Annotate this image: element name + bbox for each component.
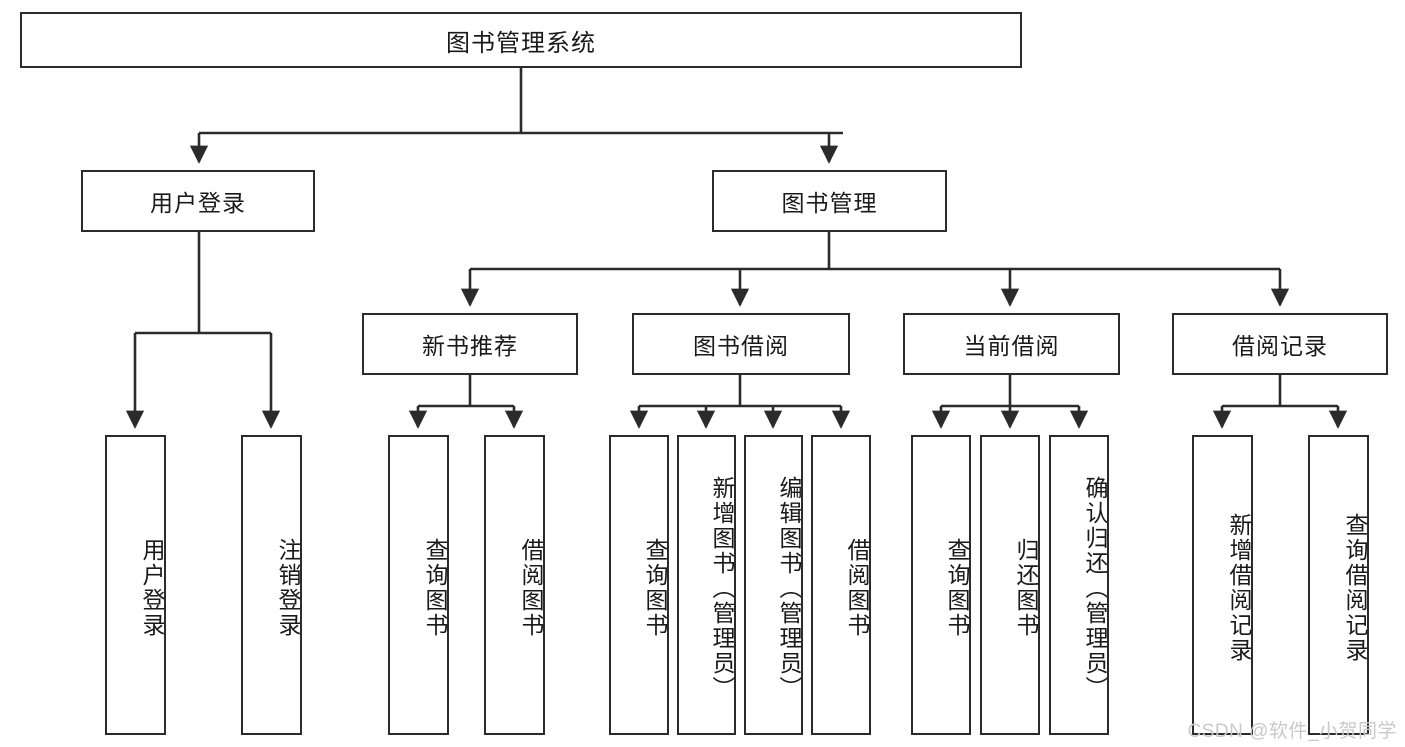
node-book-borrow[interactable]: 图书借阅 — [632, 313, 850, 375]
leaf-user-login-signin[interactable]: 用户登录 — [105, 435, 166, 735]
node-user-login[interactable]: 用户登录 — [81, 170, 315, 232]
node-book-management[interactable]: 图书管理 — [712, 170, 947, 232]
leaf-book-borrow-add[interactable]: 新增图书（管理员） — [677, 435, 736, 735]
node-root-system[interactable]: 图书管理系统 — [20, 12, 1022, 68]
node-borrow-record[interactable]: 借阅记录 — [1172, 313, 1388, 375]
leaf-current-borrow-return[interactable]: 归还图书 — [980, 435, 1040, 735]
leaf-book-borrow-edit[interactable]: 编辑图书（管理员） — [744, 435, 803, 735]
leaf-book-borrow-lend[interactable]: 借阅图书 — [811, 435, 871, 735]
csdn-watermark: CSDN @软件_小贺同学 — [1187, 721, 1397, 742]
leaf-current-borrow-query[interactable]: 查询图书 — [911, 435, 971, 735]
leaf-new-book-borrow[interactable]: 借阅图书 — [484, 435, 545, 735]
node-new-book-recommend[interactable]: 新书推荐 — [362, 313, 578, 375]
leaf-borrow-record-add[interactable]: 新增借阅记录 — [1192, 435, 1253, 735]
node-current-borrow[interactable]: 当前借阅 — [903, 313, 1120, 375]
leaf-current-borrow-confirm-return[interactable]: 确认归还（管理员） — [1049, 435, 1109, 735]
leaf-new-book-query[interactable]: 查询图书 — [388, 435, 449, 735]
leaf-book-borrow-query[interactable]: 查询图书 — [609, 435, 669, 735]
leaf-user-login-signout[interactable]: 注销登录 — [241, 435, 302, 735]
leaf-borrow-record-query[interactable]: 查询借阅记录 — [1308, 435, 1369, 735]
